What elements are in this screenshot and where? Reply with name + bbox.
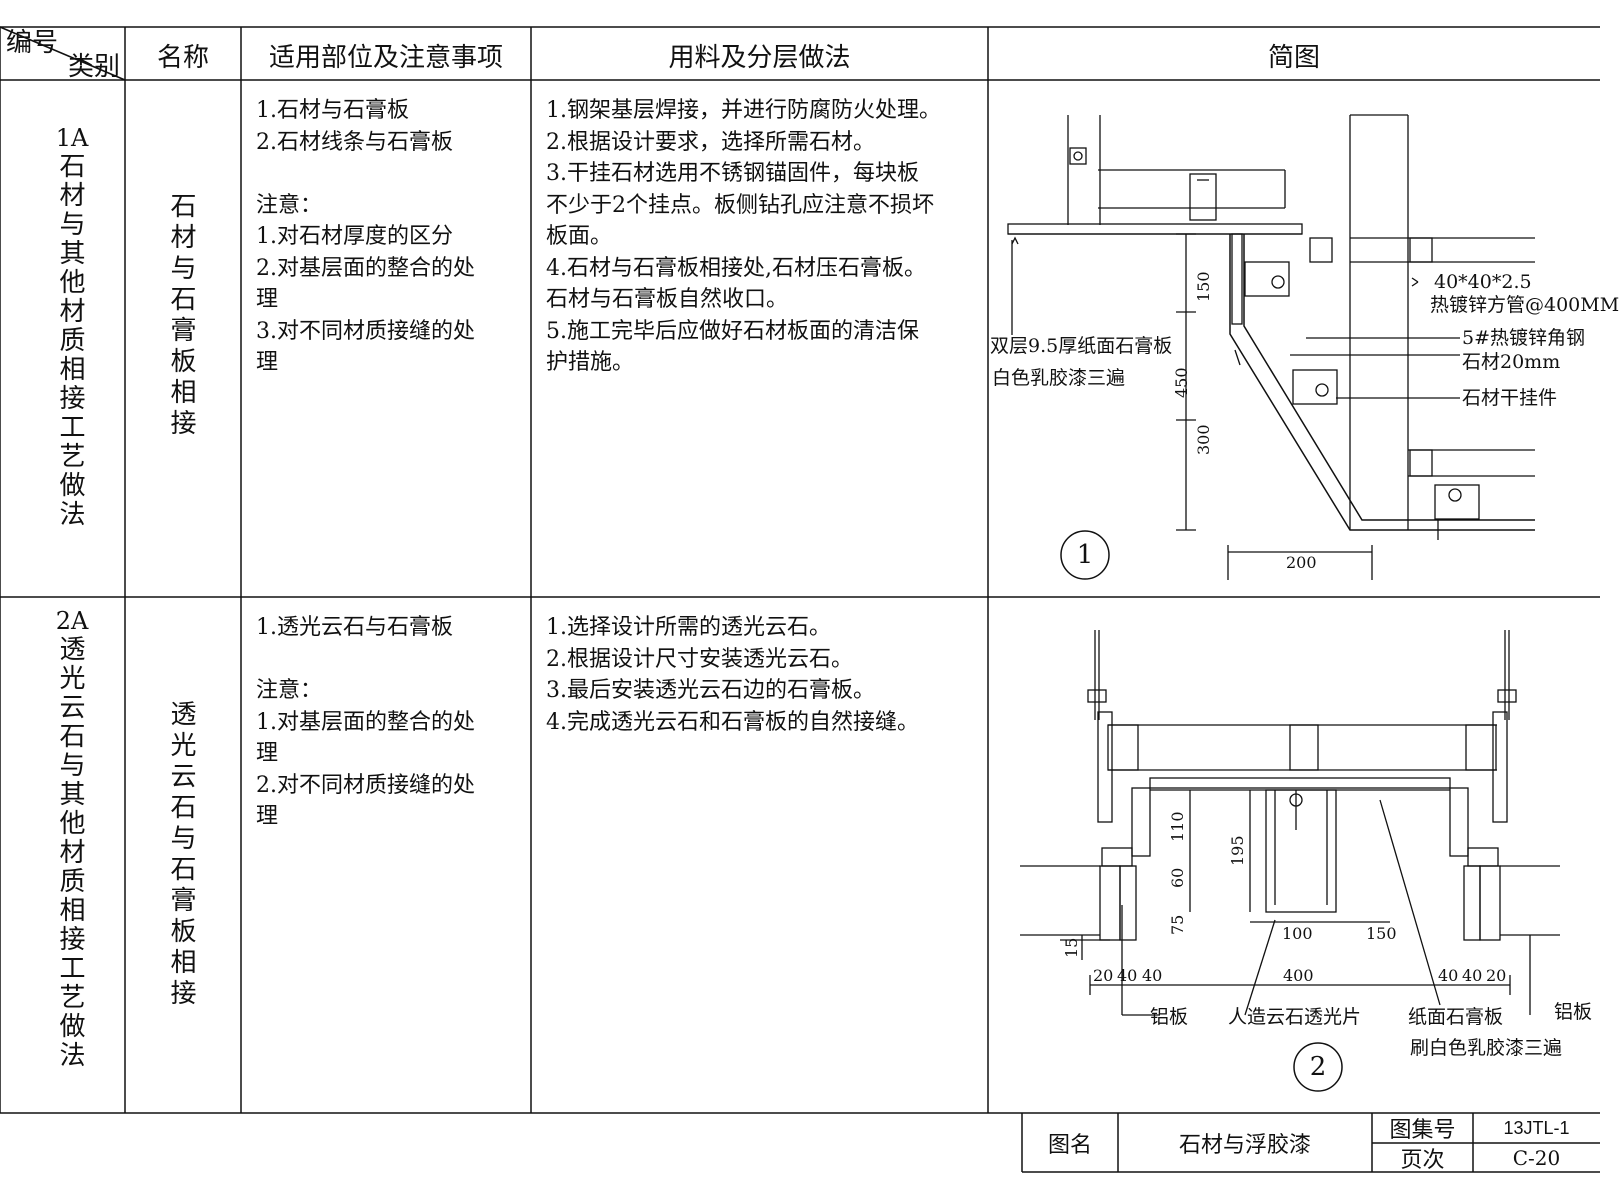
list-item: 石材与石膏板自然收口。 (546, 287, 789, 312)
row2-method: 1.选择设计所需的透光云石。 2.根据设计尺寸安装透光云石。 3.最后安装透光云… (546, 612, 919, 738)
d1-dim-300: 300 (1194, 424, 1213, 455)
list-item: 2.根据设计要求，选择所需石材。 (546, 129, 875, 155)
list-item: 理 (256, 804, 279, 829)
title-block-page-label: 页次 (1400, 1147, 1445, 1173)
list-item: 护措施。 (546, 350, 635, 375)
list-item: 2.对不同材质接缝的处 (256, 772, 475, 798)
row2-category: 透光云石与其他材质相接工艺做法 (55, 635, 85, 1070)
title-block-set-value: 13JTL-1 (1503, 1117, 1570, 1138)
list-item: 理 (256, 741, 279, 766)
list-gap (256, 158, 475, 190)
header-method: 用料及分层做法 (668, 42, 851, 73)
d2-label-gypsum: 纸面石膏板 (1408, 1006, 1504, 1028)
row1-name: 石材与石膏板相接 (166, 192, 196, 440)
d1-dim-450: 450 (1172, 367, 1191, 398)
d1-dim-200: 200 (1286, 553, 1317, 572)
list-item: 3.最后安装透光云石边的石膏板。 (546, 678, 875, 703)
list-item: 1.钢架基层焊接，并进行防腐防火处理。 (546, 98, 941, 123)
table-grid (0, 26, 1600, 1114)
list-item: 注意： (256, 192, 323, 218)
d2-dim-40-left-a: 40 (1117, 966, 1138, 985)
d2-dim-60: 60 (1168, 867, 1187, 888)
list-gap (256, 644, 475, 676)
d2-label-paint: 刷白色乳胶漆三遍 (1410, 1037, 1563, 1059)
list-item: 板面。 (546, 224, 613, 249)
d2-dim-20-right: 20 (1486, 966, 1507, 985)
d1-dim-150: 150 (1194, 271, 1213, 302)
list-item: 1.透光云石与石膏板 (256, 615, 453, 640)
d2-dim-100: 100 (1282, 924, 1313, 943)
header-parts: 适用部位及注意事项 (268, 42, 503, 73)
list-item: 注意： (256, 678, 323, 703)
row1-category: 石材与其他材质相接工艺做法 (55, 152, 85, 529)
row1-code: 1A (55, 124, 89, 152)
d1-label-square-tube: 40*40*2.5 (1434, 271, 1532, 293)
d1-label-stone-hanger: 石材干挂件 (1462, 387, 1558, 409)
d2-label-aluminum-right: 铝板 (1554, 1001, 1593, 1023)
list-item: 2.石材线条与石膏板 (256, 129, 453, 155)
list-item: 2.对基层面的整合的处 (256, 255, 475, 281)
title-block-grid (1021, 1113, 1600, 1173)
d2-label-translucent: 人造云石透光片 (1228, 1006, 1362, 1028)
d2-dim-40-right-a: 40 (1438, 966, 1459, 985)
list-item: 4.完成透光云石和石膏板的自然接缝。 (546, 709, 919, 735)
d1-label-square-tube-spec: 热镀锌方管@400MM (1430, 294, 1619, 316)
title-block-name-label: 图名 (1047, 1132, 1092, 1158)
list-item: 3.对不同材质接缝的处 (256, 318, 475, 344)
header-category: 类别 (68, 51, 121, 82)
list-item: 理 (256, 287, 279, 312)
d2-label-aluminum-left: 铝板 (1150, 1006, 1189, 1028)
d2-dim-400: 400 (1283, 966, 1314, 985)
d2-dim-15: 15 (1062, 937, 1081, 958)
title-block-set-label: 图集号 (1389, 1118, 1456, 1143)
list-item: 5.施工完毕后应做好石材板面的清洁保 (546, 318, 919, 344)
row1-method: 1.钢架基层焊接，并进行防腐防火处理。 2.根据设计要求，选择所需石材。 3.干… (546, 95, 941, 379)
header-diagram: 简图 (1267, 42, 1320, 73)
d1-label-angle-steel: 5#热镀锌角钢 (1462, 327, 1586, 349)
row2-code: 2A (55, 607, 89, 635)
d2-dim-195: 195 (1228, 835, 1247, 866)
title-block-page-value: C-20 (1512, 1145, 1561, 1170)
diagram-1-drawing (1007, 114, 1535, 580)
d1-label-stone: 石材20mm (1462, 351, 1561, 373)
list-item: 4.石材与石膏板相接处,石材压石膏板。 (546, 255, 926, 281)
list-item: 2.根据设计尺寸安装透光云石。 (546, 646, 853, 672)
d1-label-gypsum: 双层9.5厚纸面石膏板 (990, 335, 1173, 357)
d2-dim-40-right-b: 40 (1462, 966, 1483, 985)
d2-circle-number: 2 (1309, 1052, 1327, 1082)
list-item: 理 (256, 350, 279, 375)
list-item: 1.对基层面的整合的处 (256, 709, 475, 735)
list-item: 不少于2个挂点。板侧钻孔应注意不损坏 (546, 192, 934, 218)
d2-dim-110: 110 (1168, 811, 1187, 842)
d1-label-paint: 白色乳胶漆三遍 (992, 367, 1126, 389)
d2-dim-75: 75 (1168, 914, 1187, 935)
d1-circle-number: 1 (1076, 540, 1094, 570)
row2-name: 透光云石与石膏板相接 (166, 700, 196, 1010)
d2-dim-40-left-b: 40 (1142, 966, 1163, 985)
row2-parts: 1.透光云石与石膏板 注意： 1.对基层面的整合的处 理 2.对不同材质接缝的处… (256, 612, 475, 833)
list-item: 1.对石材厚度的区分 (256, 224, 453, 249)
list-item: 3.干挂石材选用不锈钢锚固件，每块板 (546, 161, 919, 186)
title-block-name-value: 石材与浮胶漆 (1178, 1132, 1311, 1158)
list-item: 1.石材与石膏板 (256, 98, 409, 123)
header-name: 名称 (156, 42, 209, 73)
list-item: 1.选择设计所需的透光云石。 (546, 615, 831, 640)
d2-dim-150: 150 (1366, 924, 1397, 943)
row1-parts: 1.石材与石膏板 2.石材线条与石膏板 注意： 1.对石材厚度的区分 2.对基层… (256, 95, 475, 379)
diagram-2-drawing (1020, 630, 1560, 1092)
d2-dim-20-left: 20 (1093, 966, 1114, 985)
header-number: 编号 (6, 27, 59, 58)
